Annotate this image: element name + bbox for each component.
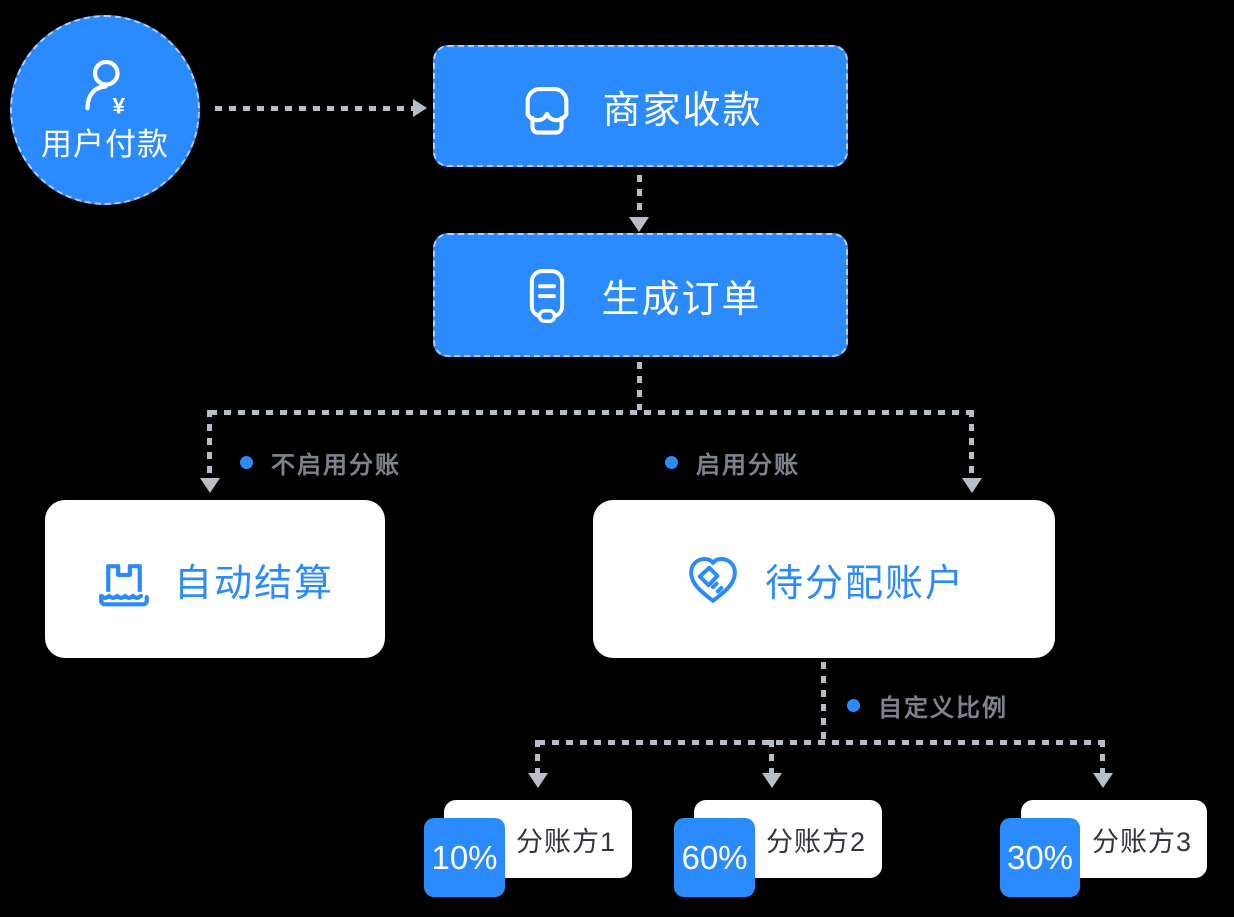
branch-line-top [210,410,974,415]
drop-party-1 [535,740,540,773]
bullet-dot-icon [847,699,860,712]
percent-value: 60% [681,838,748,876]
branch-label-text: 启用分账 [696,452,800,479]
percent-value: 30% [1006,838,1074,876]
node-label: 商家收款 [602,89,763,132]
connector-user-to-merchant [215,106,413,111]
branch-drop-right [969,410,974,478]
user-yen-icon: ¥ [85,59,126,117]
label-no-split: 不启用分账 [240,445,401,480]
order-receipt-icon [530,269,565,323]
package-settle-icon [99,564,149,607]
branch-label-text: 不启用分账 [271,452,401,479]
branch-drop-left [207,410,212,478]
bullet-dot-icon [240,456,253,469]
node-label: 待分配账户 [764,562,965,605]
node-label: 生成订单 [601,278,762,321]
connector-order-stub [637,362,642,410]
percent-chip-2: 60% [674,818,755,897]
percent-value: 10% [431,838,498,876]
arrowhead-down-icon [1093,773,1113,788]
node-generate-order: 生成订单 [433,233,848,357]
node-auto-settle: 自动结算 [45,500,385,658]
node-pending-account: 待分配账户 [593,500,1055,658]
node-label: 用户付款 [41,126,169,162]
arrowhead-down-icon [200,478,220,493]
party-name: 分账方2 [765,826,867,857]
percent-chip-3: 30% [1000,818,1080,897]
branch-line-bottom [538,740,1103,745]
arrowhead-down-icon [962,478,982,493]
arrowhead-down-icon [762,773,782,788]
svg-text:¥: ¥ [113,93,126,117]
label-custom-ratio: 自定义比例 [847,688,1008,723]
arrowhead-down-icon [528,773,548,788]
party-name: 分账方3 [1091,826,1193,857]
drop-party-2 [769,740,774,773]
node-label: 自动结算 [173,562,334,605]
node-merchant-collect: 商家收款 [433,45,848,167]
party-name: 分账方1 [515,826,617,857]
percent-chip-1: 10% [424,818,505,897]
label-split: 启用分账 [665,445,800,480]
node-user-payment: ¥ 用户付款 [10,15,200,205]
arrowhead-down-icon [629,217,649,232]
connector-pending-stub [821,662,826,740]
connector-merchant-to-order [637,175,642,217]
storefront-icon [526,87,569,135]
bullet-dot-icon [665,456,678,469]
arrowhead-right-icon [413,99,427,117]
drop-party-3 [1100,740,1105,773]
heart-handshake-icon [689,557,737,603]
branch-label-text: 自定义比例 [878,695,1008,722]
